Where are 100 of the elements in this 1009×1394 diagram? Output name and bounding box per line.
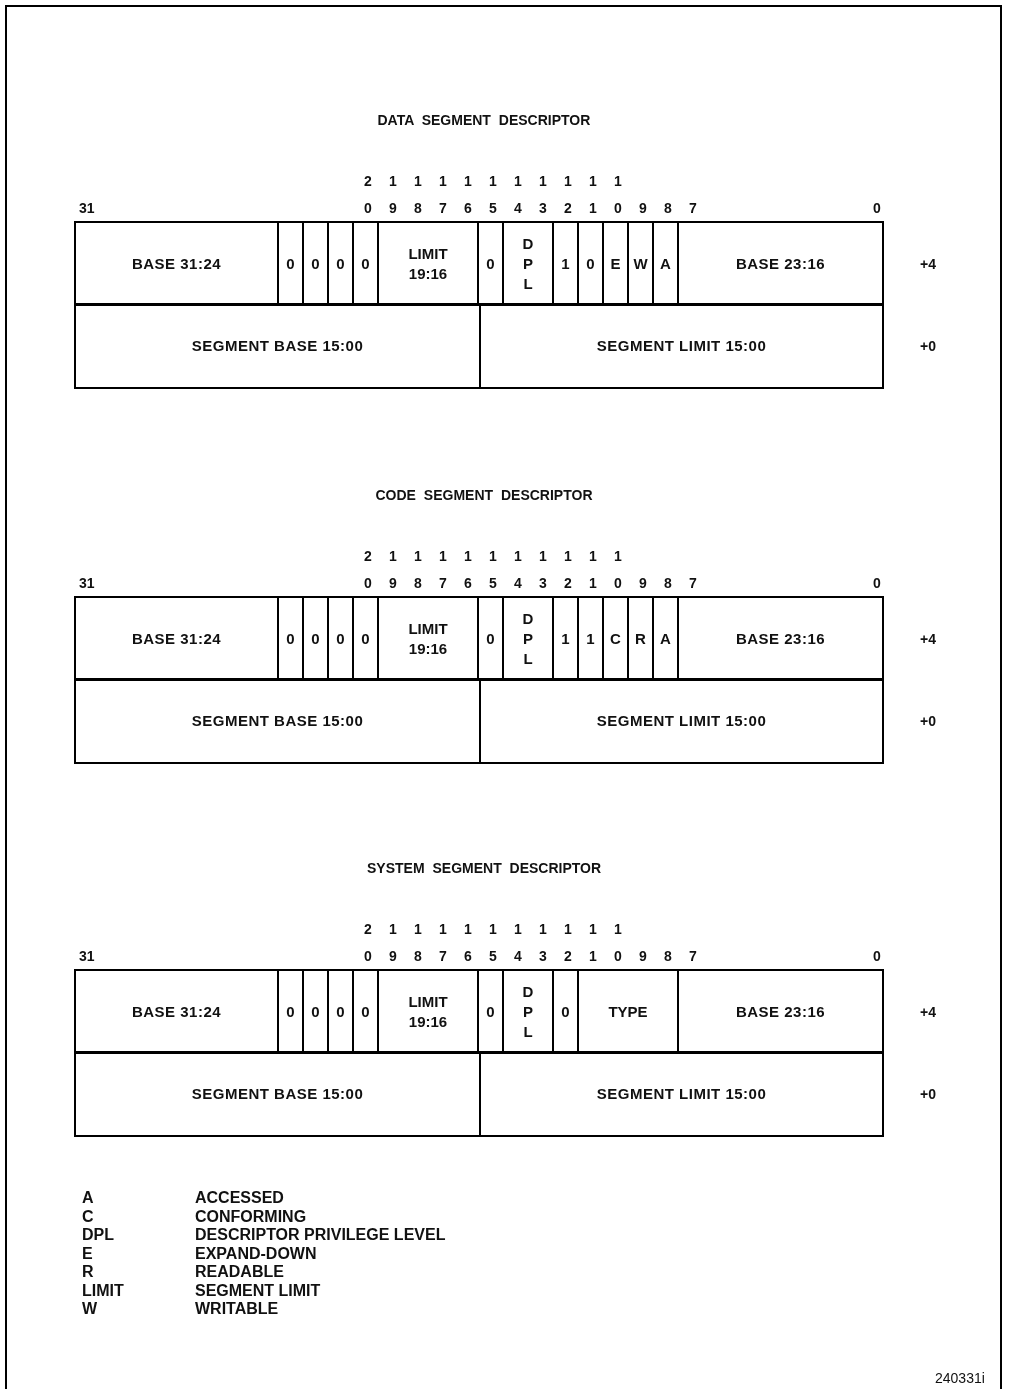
bit-number: 0: [873, 948, 881, 964]
bit-field-cell: SEGMENT LIMIT 15:00: [479, 303, 884, 389]
descriptor-heading: DATA SEGMENT DESCRIPTOR: [377, 112, 591, 128]
bit-field-cell: SEGMENT BASE 15:00: [74, 1051, 481, 1137]
bit-field-cell: LIMIT 19:16: [377, 221, 479, 306]
legend-description: READABLE: [195, 1264, 284, 1280]
legend-description: ACCESSED: [195, 1190, 284, 1206]
bit-field-cell: 0: [327, 596, 354, 681]
bit-number: 9: [639, 200, 647, 216]
bit-field-cell: 0: [352, 596, 379, 681]
bit-number: 9: [389, 948, 397, 964]
bit-field-cell: A: [652, 221, 679, 306]
bit-number: 1: [414, 173, 422, 189]
bit-field-cell: SEGMENT LIMIT 15:00: [479, 1051, 884, 1137]
legend-description: CONFORMING: [195, 1208, 307, 1225]
bit-number: 1: [539, 173, 547, 189]
bit-number: 6: [464, 575, 472, 591]
bit-field-cell: LIMIT 19:16: [377, 596, 479, 681]
bit-field-cell: LIMIT 19:16: [377, 969, 479, 1054]
bit-field-cell: BASE 23:16: [677, 221, 884, 306]
bit-number: 1: [464, 921, 472, 937]
bit-number: 2: [364, 921, 372, 937]
bit-field-cell: 0: [327, 221, 354, 306]
figure-number: 240331i: [935, 1370, 985, 1386]
bit-field-cell: R: [627, 596, 654, 681]
bit-number: 9: [389, 200, 397, 216]
bit-number: 1: [464, 173, 472, 189]
bit-field-cell: W: [627, 221, 654, 306]
bit-number: 1: [439, 921, 447, 937]
bit-field-cell: 0: [302, 969, 329, 1054]
bit-number: 1: [539, 548, 547, 564]
bit-number: 7: [689, 200, 697, 216]
bit-number: 0: [873, 575, 881, 591]
bit-field-cell: 0: [302, 596, 329, 681]
bit-number: 31: [79, 948, 95, 964]
byte-offset: +0: [920, 713, 936, 729]
bit-field-cell: A: [652, 596, 679, 681]
bit-field-cell: 0: [477, 596, 504, 681]
bit-number: 0: [614, 200, 622, 216]
bit-number: 8: [664, 575, 672, 591]
bit-field-cell: BASE 31:24: [74, 221, 279, 306]
bit-field-cell: 0: [277, 221, 304, 306]
bit-number: 7: [439, 575, 447, 591]
legend-abbreviation: DPL: [82, 1227, 114, 1243]
bit-number: 5: [489, 948, 497, 964]
legend-abbreviation: E: [82, 1245, 93, 1262]
bit-number: 1: [389, 921, 397, 937]
bit-number: 7: [439, 948, 447, 964]
bit-field-cell: 0: [477, 221, 504, 306]
bit-number: 1: [389, 548, 397, 564]
byte-offset: +0: [920, 1086, 936, 1102]
descriptor-heading: CODE SEGMENT DESCRIPTOR: [375, 487, 593, 503]
bit-number: 1: [389, 173, 397, 189]
bit-field-cell: SEGMENT LIMIT 15:00: [479, 678, 884, 764]
bit-field-cell: BASE 23:16: [677, 969, 884, 1054]
byte-offset: +4: [920, 631, 936, 647]
bit-number: 2: [364, 173, 372, 189]
bit-number: 0: [364, 948, 372, 964]
descriptor-heading: SYSTEM SEGMENT DESCRIPTOR: [367, 860, 602, 876]
bit-field-cell: D P L: [502, 221, 554, 306]
bit-number: 1: [614, 548, 622, 564]
bit-number: 1: [589, 548, 597, 564]
bit-field-cell: 0: [477, 969, 504, 1054]
bit-number: 7: [689, 948, 697, 964]
bit-field-cell: TYPE: [577, 969, 679, 1054]
bit-field-cell: D P L: [502, 969, 554, 1054]
bit-number: 0: [873, 200, 881, 216]
bit-number: 1: [489, 921, 497, 937]
bit-field-cell: 0: [552, 969, 579, 1054]
bit-field-cell: 0: [352, 969, 379, 1054]
byte-offset: +4: [920, 256, 936, 272]
legend-abbreviation: C: [82, 1208, 94, 1225]
bit-field-cell: 0: [302, 221, 329, 306]
bit-field-cell: BASE 31:24: [74, 596, 279, 681]
bit-number: 1: [489, 548, 497, 564]
bit-number: 1: [589, 575, 597, 591]
bit-field-cell: 0: [327, 969, 354, 1054]
bit-number: 4: [514, 948, 522, 964]
bit-field-cell: BASE 23:16: [677, 596, 884, 681]
bit-number: 1: [539, 921, 547, 937]
bit-number: 4: [514, 200, 522, 216]
bit-number: 0: [614, 575, 622, 591]
bit-number: 2: [564, 575, 572, 591]
bit-number: 6: [464, 948, 472, 964]
bit-field-cell: 0: [277, 596, 304, 681]
bit-number: 6: [464, 200, 472, 216]
bit-number: 0: [614, 948, 622, 964]
bit-number: 0: [364, 200, 372, 216]
bit-number: 1: [589, 948, 597, 964]
legend-abbreviation: W: [82, 1301, 98, 1317]
bit-number: 31: [79, 575, 95, 591]
bit-number: 1: [564, 173, 572, 189]
bit-number: 8: [414, 575, 422, 591]
bit-number: 3: [539, 200, 547, 216]
bit-number: 9: [639, 575, 647, 591]
bit-field-cell: SEGMENT BASE 15:00: [74, 303, 481, 389]
legend-description: WRITABLE: [195, 1301, 279, 1317]
byte-offset: +4: [920, 1004, 936, 1020]
bit-field-cell: 1: [577, 596, 604, 681]
bit-number: 1: [514, 173, 522, 189]
